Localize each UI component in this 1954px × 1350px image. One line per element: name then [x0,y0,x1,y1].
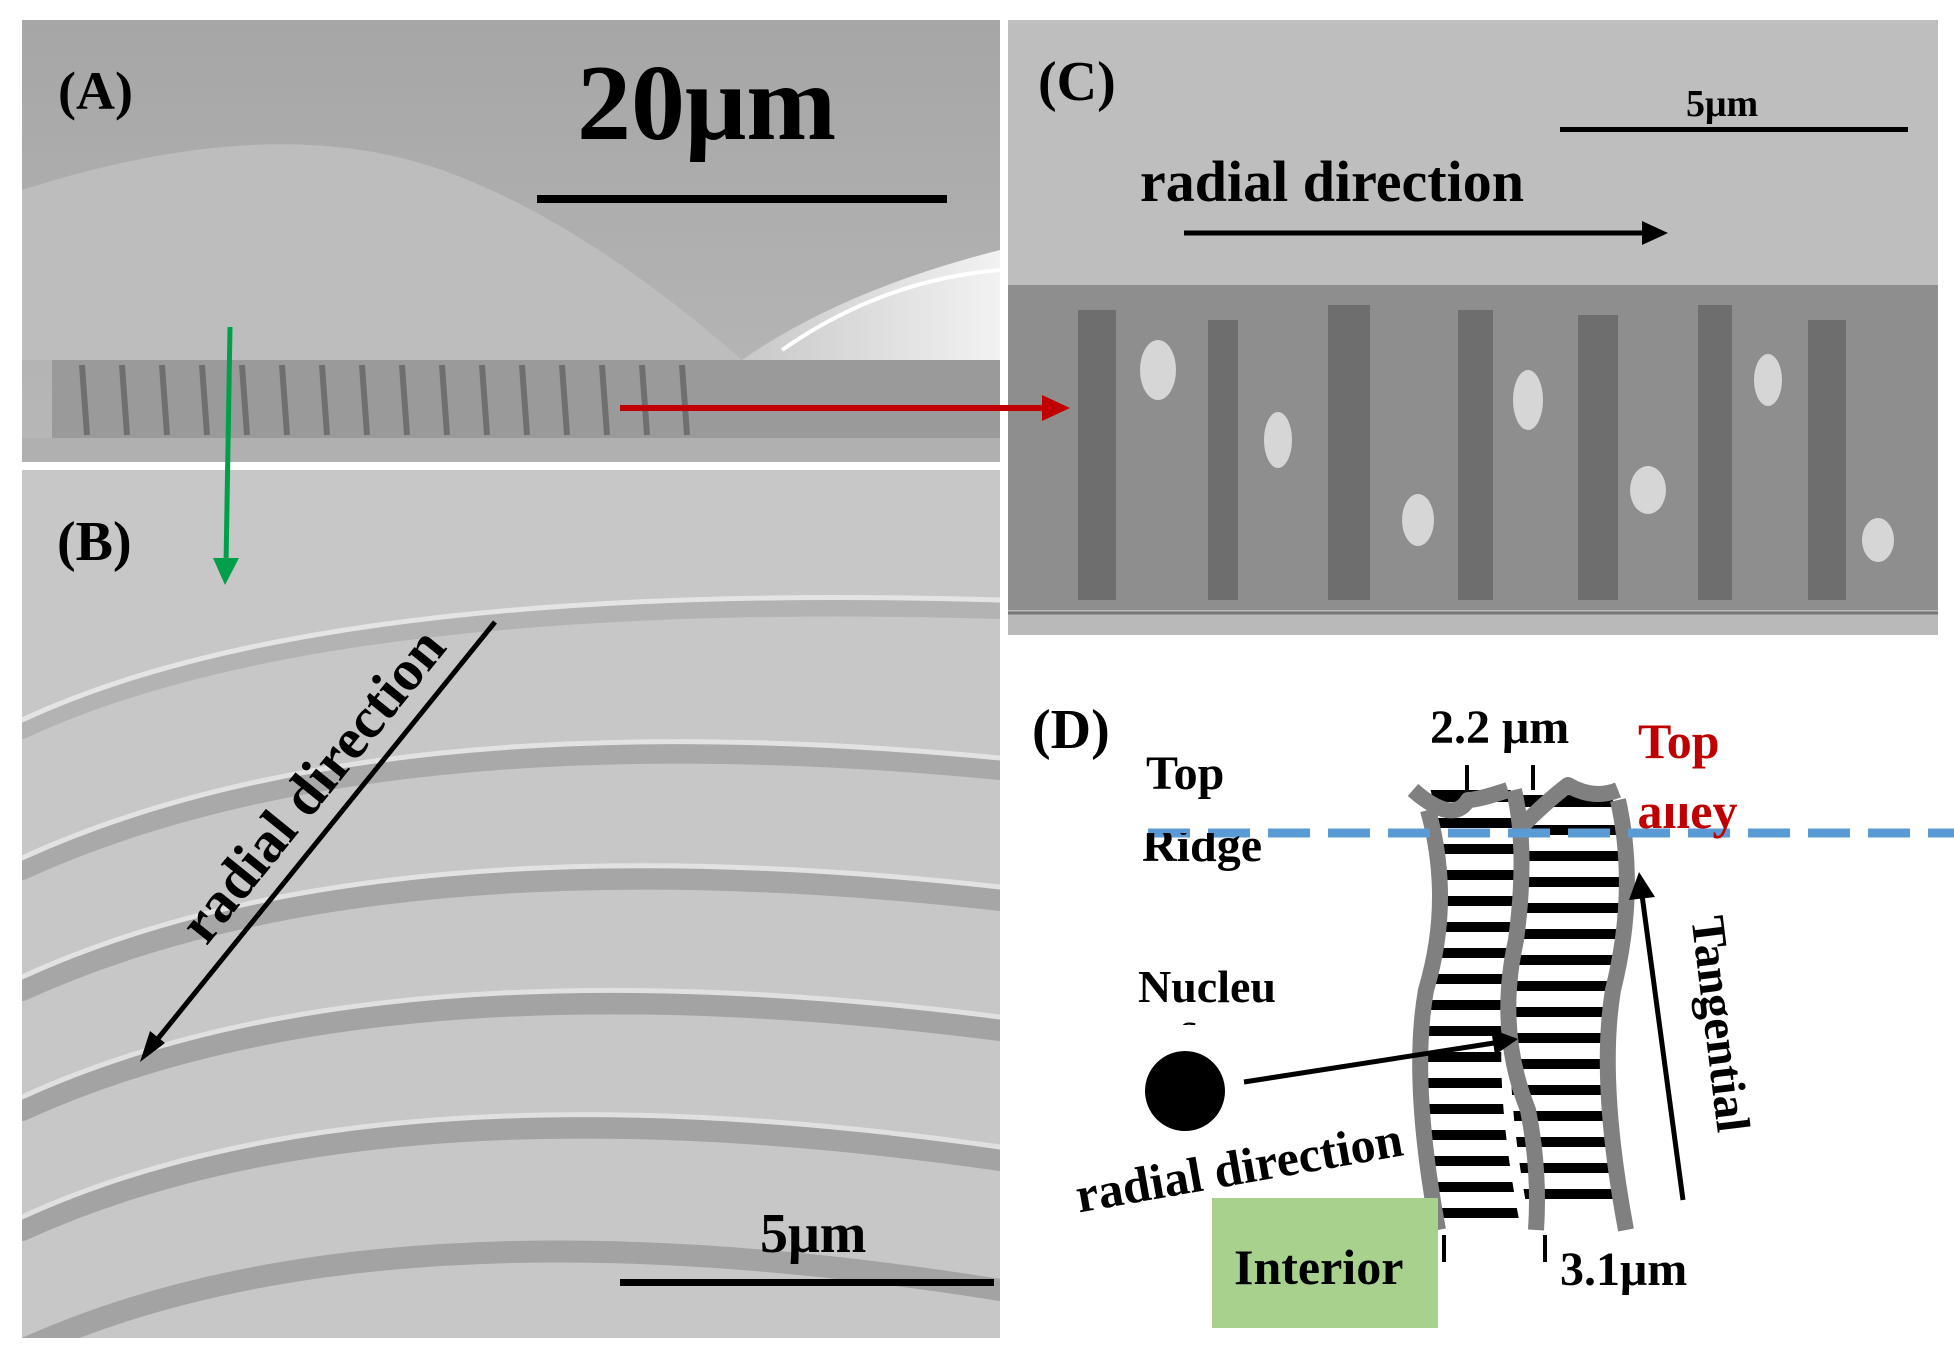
panel-a-scale-text: 20μm [577,44,837,163]
panel-a-scale-bar [537,195,947,203]
top-valley-line1: Top [1638,713,1720,769]
panel-d-diagram [1145,765,1954,1328]
panel-d-tangential-arrow [1629,872,1686,1201]
width-top-label: 2.2 μm [1430,701,1570,754]
interior-text: Interior [1234,1239,1404,1295]
panel-d: (D) 2.2 μm Top Ridge Top Valley Nucleu s… [1008,650,1954,1350]
panel-a-label: (A) [58,61,133,121]
panel-b-scale-bar [620,1279,994,1286]
panel-a-image [22,20,1000,462]
panel-b-scale-text: 5μm [760,1203,867,1265]
width-bottom-label: 3.1μm [1560,1243,1688,1296]
interior-box [1212,1198,1438,1328]
panel-c-scale-bar [1560,127,1908,132]
panel-c: (C) 5μm radial direction [1008,20,1938,635]
top-ridge-line1: Top [1146,747,1225,800]
lamella-boundaries [1407,777,1635,1232]
panel-b-image [22,470,1000,1338]
panel-b-radial-arrow [140,620,497,1062]
panel-c-scale-text: 5μm [1686,83,1759,125]
nucleus-label-cut: s [1180,1003,1198,1054]
panel-b: (B) 5μm radial direction [22,470,1000,1338]
panel-a: (A) 20μm [22,20,1000,462]
top-valley-line2: Valley [1606,783,1738,839]
panel-d-label: (D) [1032,699,1110,761]
panel-c-radial-arrow [1184,221,1668,245]
nucleus-dot [1145,1051,1225,1131]
nucleus-label: Nucleu [1138,961,1276,1012]
panel-c-image [1008,20,1938,635]
top-ridge-line2: Ridge [1142,819,1262,872]
panel-c-label: (C) [1038,51,1116,113]
panel-b-label: (B) [57,511,132,573]
panel-d-radial-arrow [1243,1029,1518,1085]
panel-c-direction-text: radial direction [1140,149,1524,214]
